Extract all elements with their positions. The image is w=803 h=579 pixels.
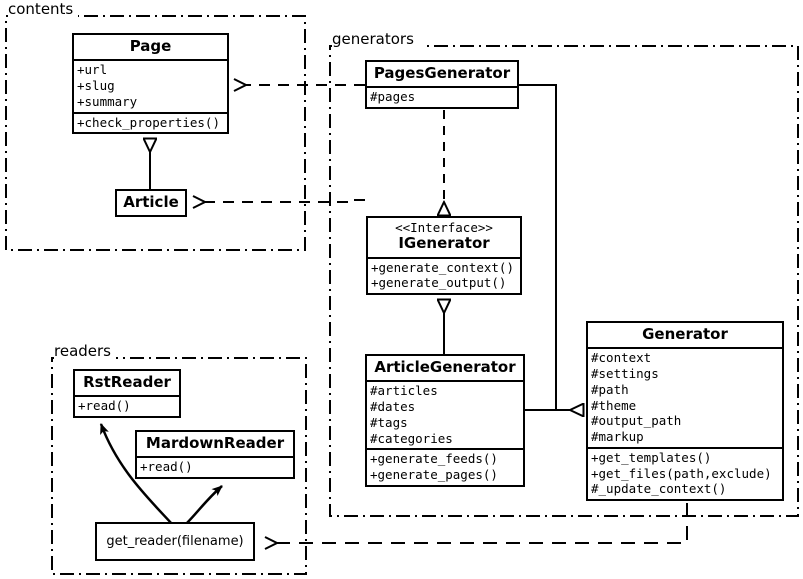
attribute-item: +summary: [77, 93, 138, 109]
attribute-item: #markup: [591, 429, 644, 444]
class-box-rst-reader[interactable]: RstReader +read(): [73, 369, 181, 418]
class-box-page[interactable]: Page +url +slug +summary +check_properti…: [72, 33, 229, 135]
attribute-item: #path: [591, 381, 629, 397]
attribute-item: #categories: [370, 430, 453, 446]
attribute-item: +url: [77, 62, 108, 78]
package-label-generators: generators: [332, 30, 414, 48]
class-attributes-generator: #context #settings #path #theme #output_…: [588, 347, 782, 447]
class-box-igenerator[interactable]: <<Interface>> IGenerator +generate_conte…: [366, 216, 522, 296]
attribute-item: +slug: [77, 78, 115, 93]
attribute-item: #articles: [370, 383, 438, 399]
class-methods-article-generator: +generate_feeds() +generate_pages(): [367, 448, 523, 485]
class-methods-igenerator: +generate_context() +generate_output(): [368, 256, 520, 294]
class-box-pages-generator[interactable]: PagesGenerator #pages: [365, 60, 519, 109]
method-item: +generate_pages(): [370, 467, 498, 482]
class-methods-generator: +get_templates() +get_files(path,exclude…: [588, 446, 782, 499]
method-item: +check_properties(): [77, 114, 220, 130]
attribute-item: #settings: [591, 366, 659, 381]
edge-pagesgenerator-inherits-generator: [519, 84, 570, 410]
edge-articlegenerator-depends-article: [205, 200, 365, 202]
class-methods-page: +check_properties(): [74, 111, 227, 133]
class-stereotype-igenerator: <<Interface>>: [395, 220, 493, 235]
class-methods-mardown-reader: +read(): [137, 456, 293, 477]
attribute-item: #tags: [370, 414, 408, 430]
attribute-item: #theme: [591, 397, 637, 413]
class-box-generator[interactable]: Generator #context #settings #path #them…: [586, 321, 784, 501]
class-name-rst-reader: RstReader: [83, 373, 171, 391]
method-item: +get_templates(): [591, 449, 712, 465]
class-name-igenerator: IGenerator: [398, 234, 490, 253]
class-box-article-generator[interactable]: ArticleGenerator #articles #dates #tags …: [365, 354, 525, 487]
class-name-pages-generator: PagesGenerator: [373, 64, 511, 82]
edge-generator-depends-get-reader: [277, 503, 688, 543]
attribute-item: #output_path: [591, 413, 682, 429]
method-item: #_update_context(): [591, 481, 727, 497]
method-item: +generate_context(): [371, 259, 514, 275]
attribute-item: #dates: [370, 399, 416, 414]
class-name-article-generator: ArticleGenerator: [374, 358, 516, 376]
method-item: +read(): [78, 398, 131, 414]
class-name-article: Article: [123, 193, 179, 211]
package-label-readers: readers: [54, 342, 111, 360]
method-item: +generate_output(): [371, 275, 507, 291]
class-name-mardown-reader: MardownReader: [145, 434, 285, 452]
attribute-item: #pages: [370, 89, 416, 105]
function-node-get-reader[interactable]: get_reader(filename): [95, 522, 255, 561]
package-label-contents: contents: [8, 0, 74, 18]
class-name-generator: Generator: [642, 325, 728, 343]
class-name-page: Page: [129, 37, 172, 55]
class-methods-rst-reader: +read(): [75, 395, 179, 416]
method-item: +read(): [140, 459, 193, 475]
method-item: +get_files(path,exclude): [591, 465, 772, 481]
edge-get-reader-uses-mardownreader: [185, 485, 223, 525]
class-attributes-article-generator: #articles #dates #tags #categories: [367, 380, 523, 448]
method-item: +generate_feeds(): [370, 451, 498, 467]
class-attributes-pages-generator: #pages: [367, 86, 517, 107]
attribute-item: #context: [591, 350, 652, 366]
class-box-mardown-reader[interactable]: MardownReader +read(): [135, 430, 295, 479]
class-box-article[interactable]: Article: [115, 189, 187, 218]
class-attributes-page: +url +slug +summary: [74, 59, 227, 111]
function-node-label: get_reader(filename): [106, 534, 244, 549]
